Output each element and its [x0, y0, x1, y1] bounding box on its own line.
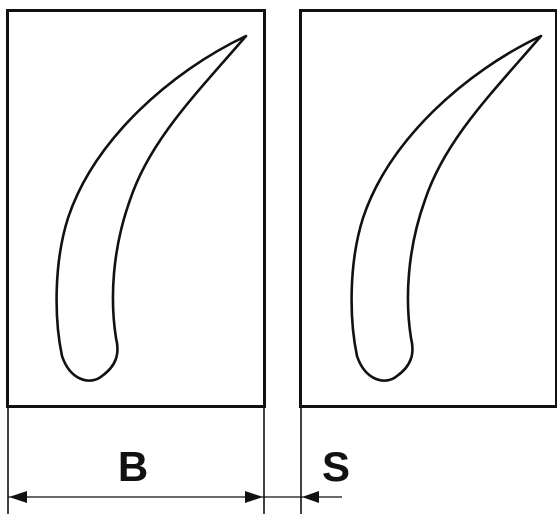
pitch-dimension: [8, 491, 264, 503]
left-panel-frame: [6, 9, 266, 408]
gap-dimension: [264, 491, 342, 503]
right-blade-profile: [350, 34, 543, 382]
pitch-label: B: [118, 443, 148, 490]
left-cascade-panel: [6, 9, 266, 408]
pitch-arrow-right: [245, 491, 263, 503]
left-blade-profile: [55, 34, 248, 382]
gap-arrow-right: [302, 491, 319, 503]
right-cascade-panel: [299, 9, 557, 408]
pitch-arrow-left: [9, 491, 27, 503]
right-panel-frame: [299, 9, 557, 408]
gap-label: S: [322, 443, 350, 490]
